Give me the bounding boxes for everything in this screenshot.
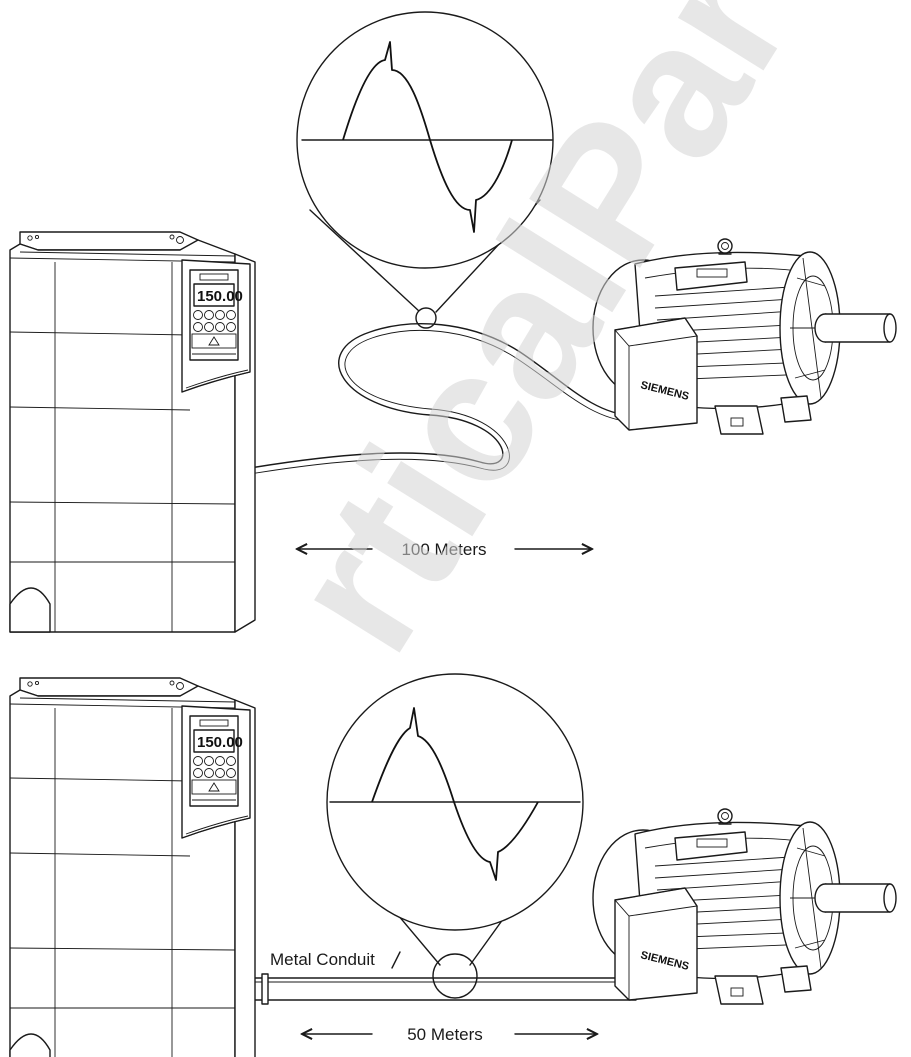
conduit-coupling — [261, 973, 269, 1005]
top-magnifier-cone-left — [309, 209, 421, 313]
bottom-waveform-spiked — [371, 707, 539, 881]
bottom-distance-label: 50 Meters — [407, 1025, 483, 1044]
top-motor-cable-inner — [249, 330, 633, 475]
top-scene: 100 Meters — [9, 11, 897, 633]
bottom-conduit-pickup-circle — [432, 953, 478, 999]
bottom-drive-unit — [9, 677, 256, 1057]
top-waveform-spiked — [342, 41, 513, 233]
bottom-scene: Metal Conduit 50 Meters — [9, 673, 897, 1057]
top-drive-unit — [9, 231, 256, 633]
conduit-label: Metal Conduit — [270, 950, 375, 969]
conduit-label-leader — [391, 951, 401, 969]
bottom-motor — [592, 808, 897, 1005]
top-distance-label: 100 Meters — [401, 540, 486, 559]
top-cable-pickup-circle — [415, 307, 437, 329]
top-motor-cable — [249, 323, 633, 469]
metal-conduit-pipe — [251, 977, 637, 1001]
